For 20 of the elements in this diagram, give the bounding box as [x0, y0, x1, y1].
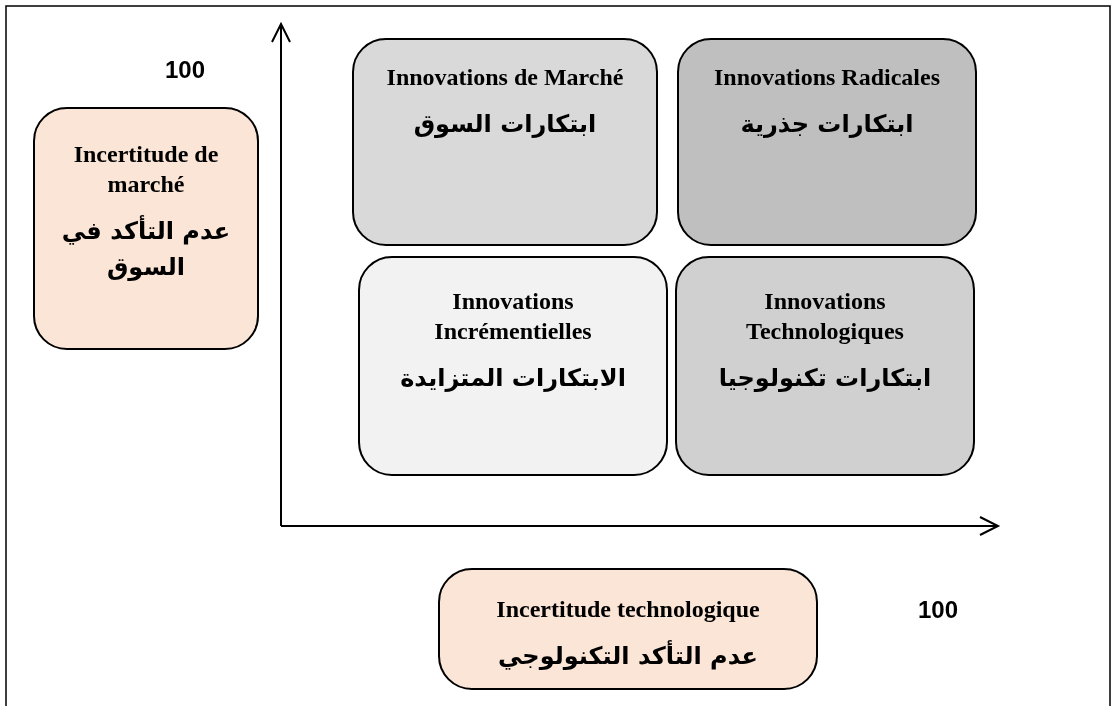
category-box [438, 568, 818, 690]
french-title: Innovations Radicales [713, 63, 940, 92]
quadrant-box [677, 38, 977, 246]
french-title: Innovations de Marché [386, 63, 624, 92]
french-title: Innovations Technologiques [745, 287, 905, 346]
axis-max-value: 100 [165, 56, 206, 84]
arabic-title: ابتكارات جذرية [740, 109, 914, 140]
arabic-title: ابتكارات تكنولوجيا [718, 363, 932, 394]
arabic-title: الابتكارات المتزايدة [400, 363, 626, 394]
arabic-title: عدم التأكد التكنولوجي [498, 639, 758, 672]
category-box [33, 107, 259, 350]
quadrant-box [358, 256, 668, 476]
french-title: Incertitude technologique [496, 595, 760, 624]
axis-max-value: 100 [918, 596, 959, 624]
quadrant-box [675, 256, 975, 476]
arabic-title: ابتكارات السوق [413, 109, 597, 140]
quadrant-box [352, 38, 658, 246]
french-title: Innovations Incrémentielles [433, 287, 593, 346]
french-title: Incertitude de marché [72, 140, 220, 199]
arabic-title: عدم التأكد في السوق [60, 214, 232, 283]
